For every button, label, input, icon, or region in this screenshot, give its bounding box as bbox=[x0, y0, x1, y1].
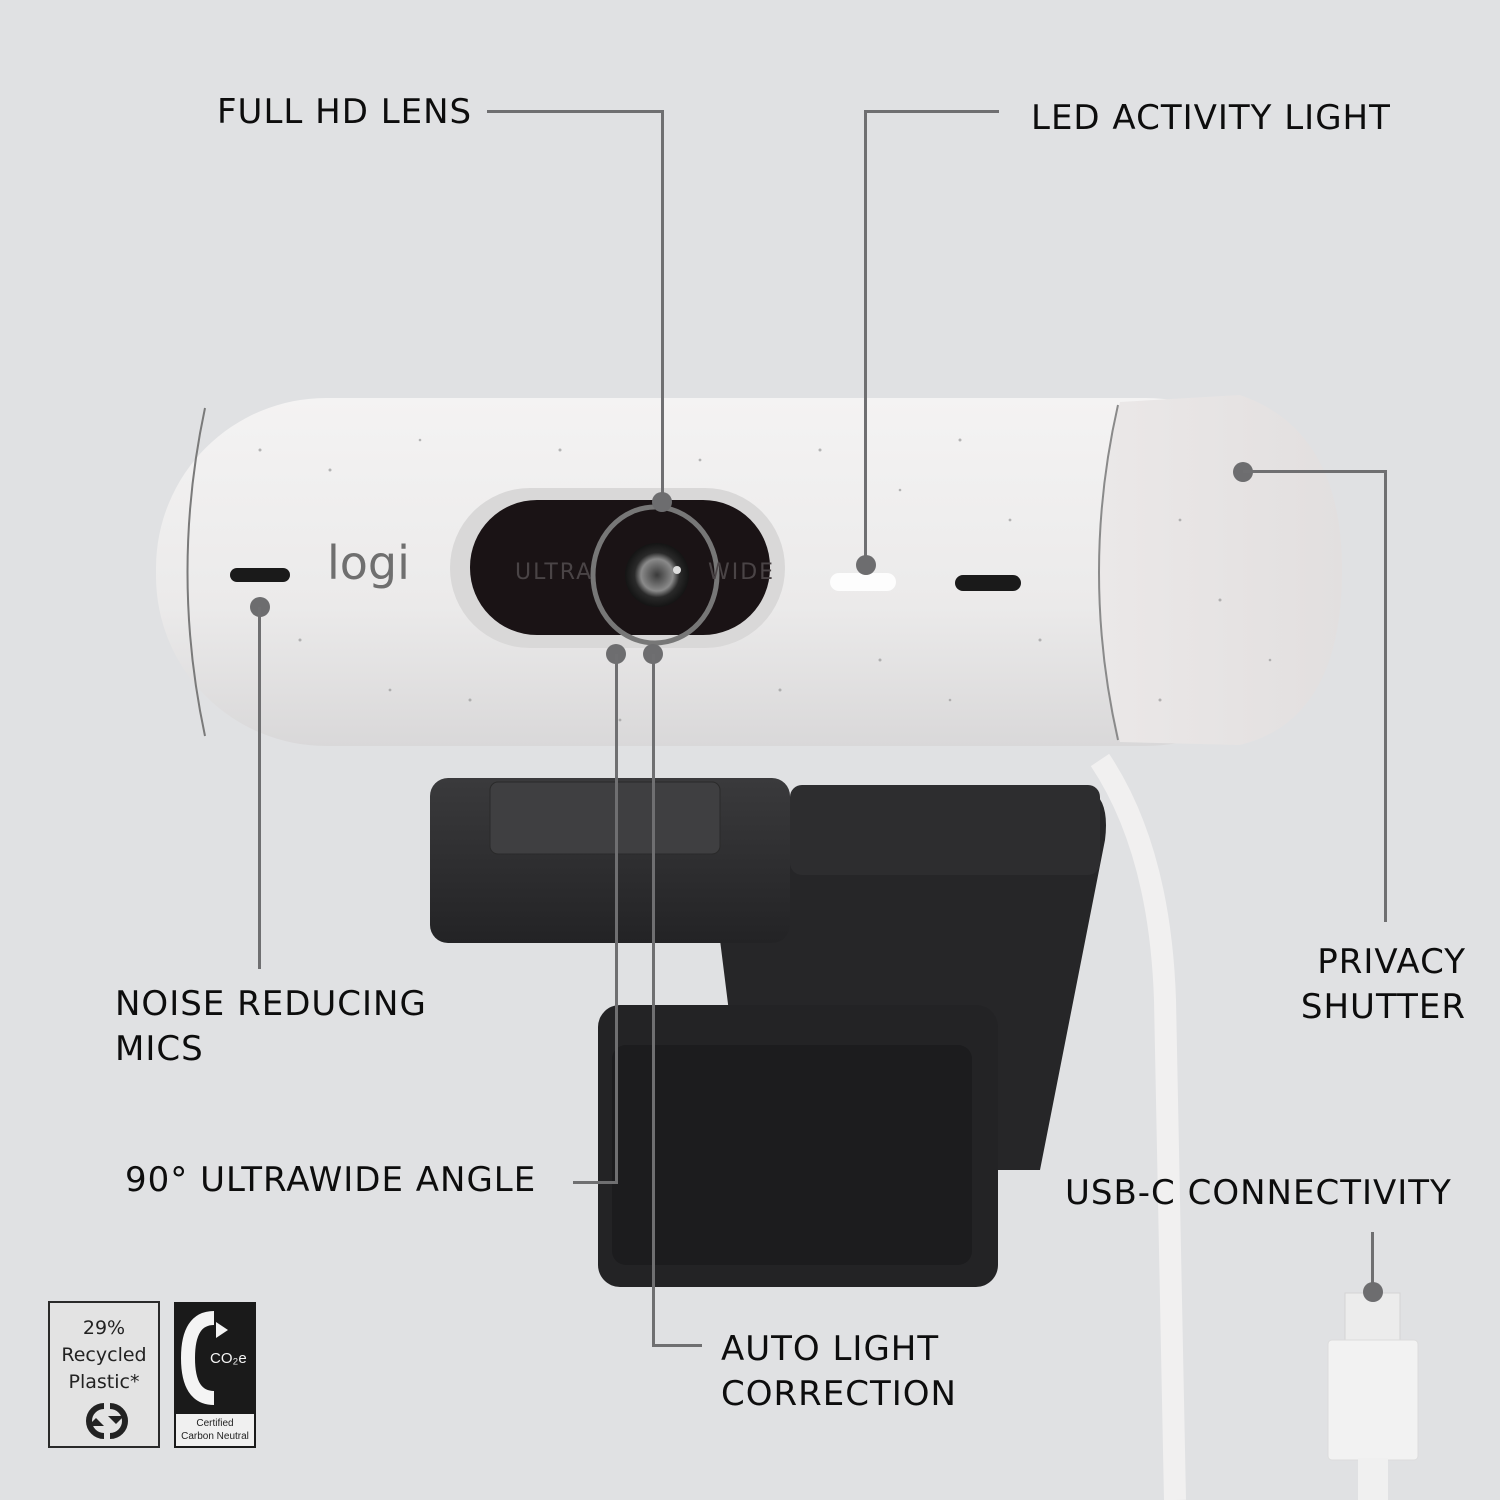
callout-ultrawide-angle: 90° ULTRAWIDE ANGLE bbox=[125, 1160, 537, 1200]
recycled-plastic-badge: 29% Recycled Plastic* bbox=[48, 1301, 160, 1448]
led-light bbox=[830, 573, 896, 591]
callout-line bbox=[652, 654, 655, 1347]
callout-line bbox=[1243, 470, 1387, 473]
brand-logo: logi bbox=[327, 536, 410, 590]
callout-noise-reducing-mics: NOISE REDUCING MICS bbox=[115, 984, 427, 1069]
callout-dot bbox=[652, 492, 672, 512]
callout-line bbox=[864, 110, 867, 565]
callout-line bbox=[573, 1181, 618, 1184]
mount-clip-back bbox=[720, 790, 1106, 1170]
callout-auto-light-correction: AUTO LIGHT CORRECTION bbox=[721, 1329, 957, 1414]
recycle-arrows-icon bbox=[86, 1403, 128, 1439]
mic-slot-left bbox=[230, 568, 290, 582]
lens-text-ultra: ULTRA bbox=[515, 560, 594, 585]
callout-dot bbox=[856, 555, 876, 575]
callout-line bbox=[258, 607, 261, 969]
callout-line bbox=[661, 110, 664, 500]
lens bbox=[625, 543, 689, 607]
lens-text-wide: WIDE bbox=[708, 560, 776, 585]
callout-dot bbox=[1363, 1282, 1383, 1302]
carbon-neutral-badge: CO₂e Certified Carbon Neutral bbox=[174, 1302, 256, 1448]
callout-line bbox=[615, 654, 618, 1184]
callout-privacy-shutter: PRIVACY SHUTTER bbox=[1300, 942, 1466, 1027]
callout-line bbox=[864, 110, 999, 113]
callout-led-activity-light: LED ACTIVITY LIGHT bbox=[1031, 98, 1391, 138]
callout-line bbox=[487, 110, 664, 113]
mic-slot-right bbox=[955, 575, 1021, 591]
callout-line bbox=[1371, 1232, 1374, 1287]
carbon-neutral-icon bbox=[180, 1311, 228, 1405]
usb-cable bbox=[1090, 753, 1186, 1500]
callout-full-hd-lens: FULL HD LENS bbox=[217, 92, 473, 132]
callout-line bbox=[652, 1344, 702, 1347]
lens-window bbox=[470, 500, 770, 635]
callout-usb-c-connectivity: USB-C CONNECTIVITY bbox=[1065, 1173, 1452, 1213]
privacy-shutter-cap bbox=[1100, 395, 1342, 745]
callout-line bbox=[1384, 470, 1387, 922]
